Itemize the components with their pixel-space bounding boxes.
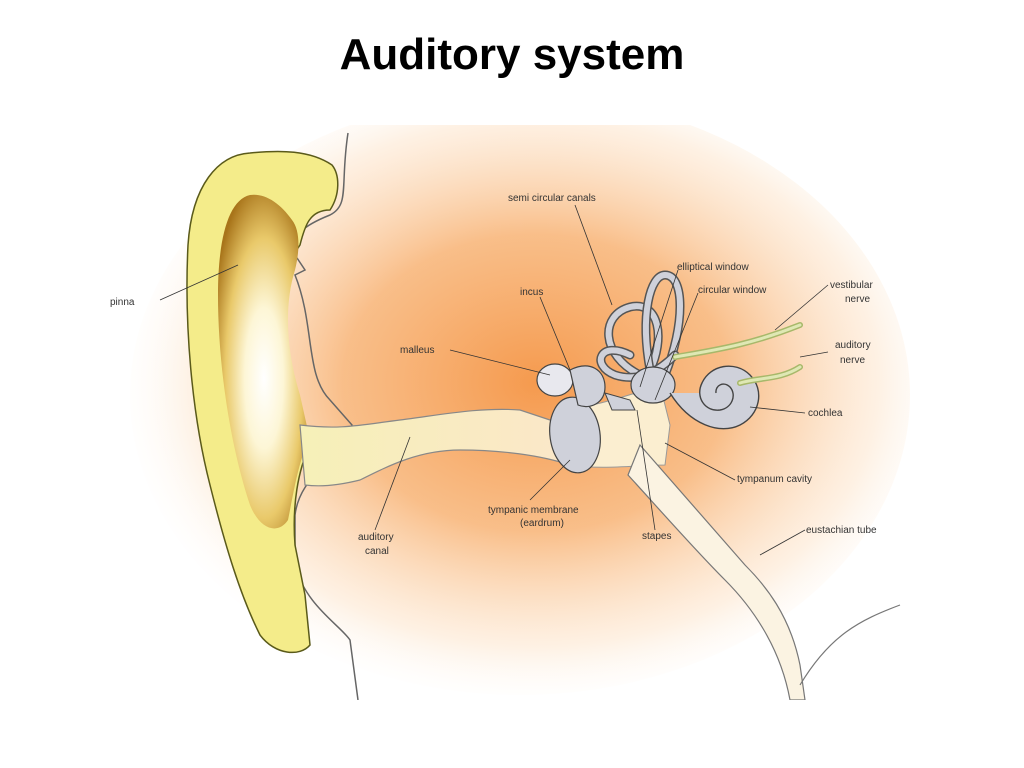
label-auditory-nerve-1: auditory (835, 340, 871, 351)
stapes-shape (604, 392, 636, 411)
label-elliptical-window: elliptical window (677, 262, 749, 273)
tympanic-membrane-shape (549, 396, 601, 474)
label-auditory-nerve-2: nerve (840, 355, 865, 366)
slide-title: Auditory system (339, 30, 685, 79)
auditory-nerve-core (738, 365, 802, 385)
throat-outline (799, 604, 901, 686)
ear-diagram-svg: pinna semi circular canals elliptical wi… (110, 125, 910, 700)
label-auditory-canal-2: canal (365, 546, 389, 557)
label-eustachian-tube: eustachian tube (806, 525, 877, 536)
leader-semi-circular (574, 204, 613, 306)
leader-malleus (449, 349, 551, 376)
leader-pinna (159, 264, 239, 301)
leader-cochlea (749, 406, 806, 414)
leader-tympanic (529, 459, 571, 501)
ear-diagram: pinna semi circular canals elliptical wi… (100, 125, 910, 700)
auditory-canal-shape (299, 408, 571, 487)
label-stapes: stapes (642, 531, 671, 542)
label-malleus: malleus (400, 345, 434, 356)
label-vestibular-nerve-1: vestibular (830, 280, 873, 291)
leader-stapes (636, 409, 656, 531)
leader-elliptical (639, 269, 679, 388)
label-cochlea: cochlea (808, 408, 843, 419)
eustachian-tube-shape (627, 443, 806, 700)
label-tympanum-cavity: tympanum cavity (737, 474, 812, 485)
leader-incus (539, 296, 571, 371)
leader-canal (374, 436, 411, 531)
leader-circular (654, 292, 699, 401)
leader-eustachian (759, 529, 806, 556)
label-incus: incus (520, 287, 543, 298)
vestibular-nerve-core (673, 323, 802, 359)
label-circular-window: circular window (698, 285, 767, 296)
cochlea-shape (669, 365, 760, 430)
label-pinna: pinna (110, 297, 135, 308)
label-vestibular-nerve-2: nerve (845, 294, 870, 305)
label-auditory-canal-1: auditory (358, 532, 394, 543)
leader-lines (159, 204, 829, 556)
pinna-concha (218, 194, 310, 529)
incus-shape (569, 365, 606, 408)
label-semi-circular-canals: semi circular canals (508, 193, 596, 204)
leader-vestibular (774, 284, 829, 331)
leader-auditory-nerve (799, 351, 829, 358)
label-tympanic-membrane-2: (eardrum) (520, 518, 564, 529)
malleus-shape (536, 363, 574, 397)
leader-tympanum (664, 442, 736, 481)
vestibule-shape (630, 366, 676, 404)
label-tympanic-membrane-1: tympanic membrane (488, 505, 579, 516)
